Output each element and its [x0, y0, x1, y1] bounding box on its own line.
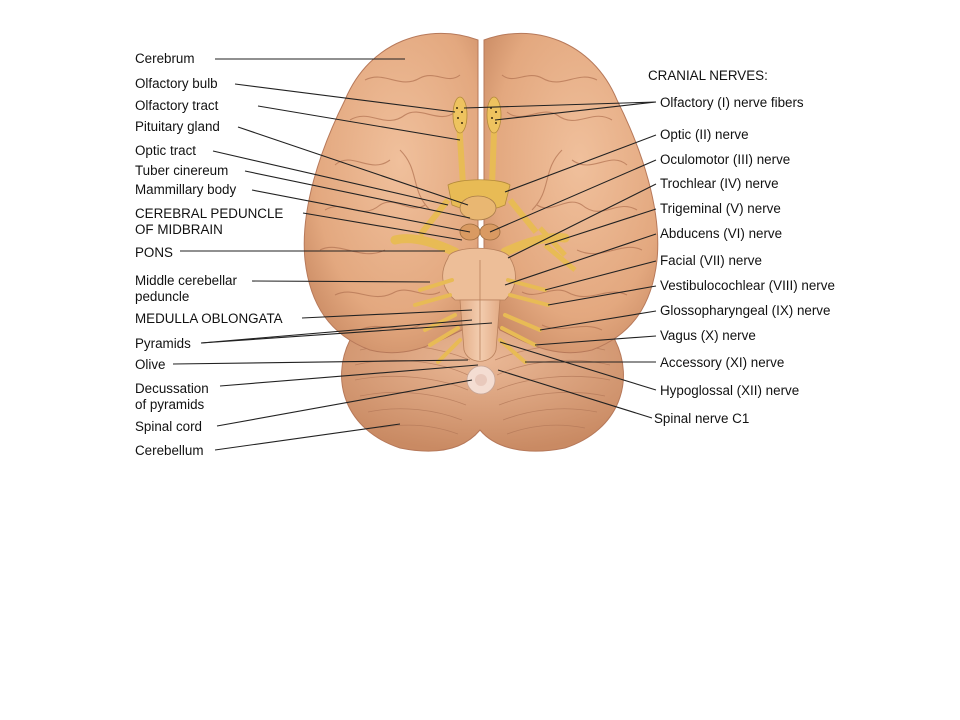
label-mammillary-body: Mammillary body	[135, 182, 237, 197]
label-cerebellum: Cerebellum	[135, 443, 204, 458]
label-optic-nerve: Optic (II) nerve	[660, 127, 749, 142]
label-trochlear-nerve: Trochlear (IV) nerve	[660, 176, 779, 191]
olfactory-structures	[452, 96, 502, 188]
label-facial-nerve: Facial (VII) nerve	[660, 253, 762, 268]
label-vagus-nerve: Vagus (X) nerve	[660, 328, 756, 343]
leader-lines-left	[172, 58, 493, 451]
label-accessory-nerve: Accessory (XI) nerve	[660, 355, 785, 370]
label-olfactory-bulb: Olfactory bulb	[135, 76, 218, 91]
label-oculomotor-nerve: Oculomotor (III) nerve	[660, 152, 791, 167]
label-pons: PONS	[135, 245, 173, 260]
label-spinal-nerve-c1: Spinal nerve C1	[654, 411, 750, 426]
label-abducens-nerve: Abducens (VI) nerve	[660, 226, 783, 241]
label-hypoglossal-nerve: Hypoglossal (XII) nerve	[660, 383, 800, 398]
label-medulla-oblongata: MEDULLA OBLONGATA	[135, 311, 283, 326]
label-optic-tract: Optic tract	[135, 143, 197, 158]
label-pituitary-gland: Pituitary gland	[135, 119, 220, 134]
label-tuber-cinereum: Tuber cinereum	[135, 163, 229, 178]
label-olfactory-nerve: Olfactory (I) nerve fibers	[660, 95, 804, 110]
label-pyramids: Pyramids	[135, 336, 191, 351]
label-vestibulocochlear-nerve: Vestibulocochlear (VIII) nerve	[660, 278, 835, 293]
brainstem-shape	[442, 247, 516, 395]
label-olfactory-tract: Olfactory tract	[135, 98, 219, 113]
cerebrum-shape	[303, 32, 659, 354]
label-trigeminal-nerve: Trigeminal (V) nerve	[660, 201, 781, 216]
label-olive: Olive	[135, 357, 166, 372]
cranial-nerves-header: CRANIAL NERVES:	[648, 68, 768, 83]
label-cerebrum: Cerebrum	[135, 51, 195, 66]
leader-lines-right	[463, 101, 657, 419]
label-spinal-cord: Spinal cord	[135, 419, 202, 434]
label-glossopharyngeal-nerve: Glossopharyngeal (IX) nerve	[660, 303, 831, 318]
